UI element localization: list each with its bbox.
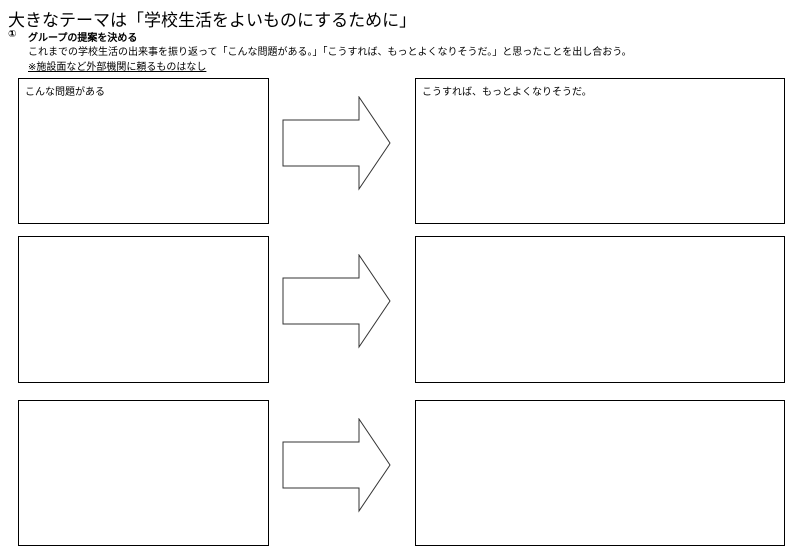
step-title: グループの提案を決める [28, 33, 138, 44]
problem-box-2[interactable] [18, 236, 269, 383]
problem-box-1[interactable]: こんな問題がある [18, 78, 269, 224]
solution-box-label: こうすれば、もっとよくなりそうだ。 [422, 87, 592, 98]
step-number: ① [8, 29, 17, 40]
solution-box-3[interactable] [415, 400, 785, 546]
right-arrow-icon [282, 96, 391, 191]
problem-box-label: こんな問題がある [25, 87, 105, 98]
instruction-text: これまでの学校生活の出来事を振り返って「こんな問題がある。」「こうすれば、もっと… [28, 47, 632, 58]
problem-box-3[interactable] [18, 400, 269, 546]
right-arrow-icon [282, 254, 391, 349]
solution-box-2[interactable] [415, 236, 785, 383]
page-title: 大きなテーマは「学校生活をよいものにするために」 [8, 11, 417, 31]
note-text: ※施設面など外部機関に頼るものはなし [28, 62, 207, 73]
solution-box-1[interactable]: こうすれば、もっとよくなりそうだ。 [415, 78, 785, 224]
right-arrow-icon [282, 418, 391, 513]
